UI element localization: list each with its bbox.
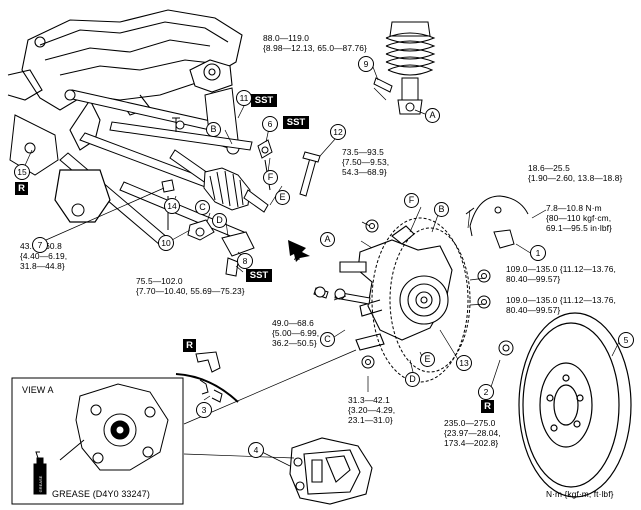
callout-11: 11: [236, 90, 252, 106]
units-note: N·m {kgf·m, ft·lbf}: [546, 489, 614, 499]
grease-can-icon: GREASE: [33, 451, 47, 495]
torque-label-hub-nut: 235.0—275.0{23.97—28.04,173.4—202.8}: [444, 418, 501, 449]
torque-line: {8.98—12.13, 65.0—87.76}: [263, 43, 367, 54]
torque-label-hub-bolt-2: 109.0—135.0 {11.12—13.76,80.40—99.57}: [506, 295, 616, 315]
torque-line: {4.40—6.19,: [20, 251, 68, 262]
knuckle-drawing: [339, 225, 453, 351]
torque-line: 49.0—68.6: [272, 318, 314, 328]
torque-line: 235.0—275.0: [444, 418, 496, 428]
torque-line: {7.50—9.53,: [342, 157, 390, 168]
fasteners-drawing: [313, 219, 514, 369]
replace-tag-2: R: [481, 400, 494, 413]
callout-9: 9: [358, 56, 374, 72]
callout-3: 3: [196, 402, 212, 418]
crossmember-drawing: [7, 9, 243, 151]
callout-8: 8: [237, 253, 253, 269]
letter-b-left: B: [206, 122, 221, 137]
letter-b-knuckle: B: [434, 202, 449, 217]
letter-c-knuckle: C: [320, 332, 335, 347]
bushing-parts-drawing: [161, 179, 255, 277]
callout-13: 13: [456, 355, 472, 371]
torque-label-hub-bolt-1: 109.0—135.0 {11.12—13.76,80.40—99.57}: [506, 264, 616, 284]
torque-label-bolt-8: 75.5—102.0{7.70—10.40, 55.69—75.23}: [136, 276, 245, 296]
torque-line: {1.90—2.60, 13.8—18.8}: [528, 173, 623, 184]
torque-line: 23.1—31.0}: [348, 415, 393, 426]
torque-line: {7.70—10.40, 55.69—75.23}: [136, 286, 245, 297]
sst-tag-8: SST: [246, 269, 272, 282]
drive-shaft-drawing: [169, 149, 269, 213]
letter-d-knuckle: D: [405, 372, 420, 387]
torque-line: {3.20—4.29,: [348, 405, 396, 416]
torque-line: 109.0—135.0 {11.12—13.76,: [506, 295, 616, 305]
letter-d-left: D: [212, 213, 227, 228]
replace-tag-3: R: [183, 339, 196, 352]
letter-f-left: F: [263, 170, 278, 185]
torque-line: 18.6—25.5: [528, 163, 570, 173]
brake-hose-bracket-drawing: [175, 351, 239, 403]
torque-line: 109.0—135.0 {11.12—13.76,: [506, 264, 616, 274]
torque-line: {5.00—6.99,: [272, 328, 320, 339]
svg-text:GREASE: GREASE: [38, 475, 43, 492]
view-a-arrow-icon: [288, 240, 310, 262]
callout-10: 10: [158, 235, 174, 251]
torque-line: 31.3—42.1: [348, 395, 390, 405]
letter-c-left: C: [195, 200, 210, 215]
torque-label-knuckle-bolt: 49.0—68.6{5.00—6.99,36.2—50.5}: [272, 318, 319, 349]
torque-label-sensor-wire: 18.6—25.5{1.90—2.60, 13.8—18.8}: [528, 163, 622, 183]
torque-line: {23.97—28.04,: [444, 428, 501, 439]
callout-14: 14: [164, 198, 180, 214]
callout-12: 12: [330, 124, 346, 140]
torque-line: 75.5—102.0: [136, 276, 183, 286]
torque-label-lower-bolt: 31.3—42.1{3.20—4.29,23.1—31.0}: [348, 395, 395, 426]
shock-absorber-drawing: [373, 21, 436, 115]
view-a-title: VIEW A: [22, 385, 54, 395]
torque-line: 173.4—202.8}: [444, 438, 499, 449]
grease-label: GREASE (D4Y0 33247): [52, 489, 150, 499]
callout-6: 6: [262, 116, 278, 132]
torque-line: 88.0—119.0: [263, 33, 310, 43]
letter-f-knuckle: F: [404, 193, 419, 208]
caliper-drawing: [289, 437, 373, 505]
torque-line: 69.1—95.5 in·lbf}: [546, 223, 612, 234]
bolt-drawing: [257, 139, 321, 197]
abs-sensor-drawing: [465, 195, 529, 249]
torque-line: 80.40—99.57}: [506, 305, 561, 316]
letter-e-left: E: [275, 190, 290, 205]
torque-label-bolt-9: 88.0—119.0{8.98—12.13, 65.0—87.76}: [263, 33, 367, 53]
leader-lines: [21, 66, 621, 467]
callout-1: 1: [530, 245, 546, 261]
torque-label-top-bolt: 73.5—93.5{7.50—9.53,54.3—68.9}: [342, 147, 389, 178]
sst-tag-6: SST: [283, 116, 309, 129]
letter-a-knuckle: A: [320, 232, 335, 247]
callout-2: 2: [478, 384, 494, 400]
torque-line: {80—110 kgf·cm,: [546, 213, 612, 224]
callout-15: 15: [14, 164, 30, 180]
sst-tag-11: SST: [251, 94, 277, 107]
torque-line: 7.8—10.8 N·m: [546, 203, 602, 213]
callout-4: 4: [248, 442, 264, 458]
torque-line: 73.5—93.5: [342, 147, 384, 157]
letter-a-top: A: [425, 108, 440, 123]
view-a-arrow-label: A: [294, 252, 300, 262]
torque-line: 36.2—50.5}: [272, 338, 317, 349]
torque-line: 54.3—68.9}: [342, 167, 387, 178]
view-a-knuckle-drawing: [59, 383, 169, 471]
torque-label-abs-sensor: 7.8—10.8 N·m{80—110 kgf·cm,69.1—95.5 in·…: [546, 203, 612, 234]
torque-line: 31.8—44.8}: [20, 261, 65, 272]
brake-disc-drawing: [518, 312, 632, 498]
disc-outline-dashed: [371, 217, 469, 383]
replace-tag-15: R: [15, 182, 28, 195]
callout-7: 7: [32, 237, 48, 253]
callout-5: 5: [618, 332, 634, 348]
letter-e-knuckle: E: [420, 352, 435, 367]
torque-line: 80.40—99.57}: [506, 274, 561, 285]
